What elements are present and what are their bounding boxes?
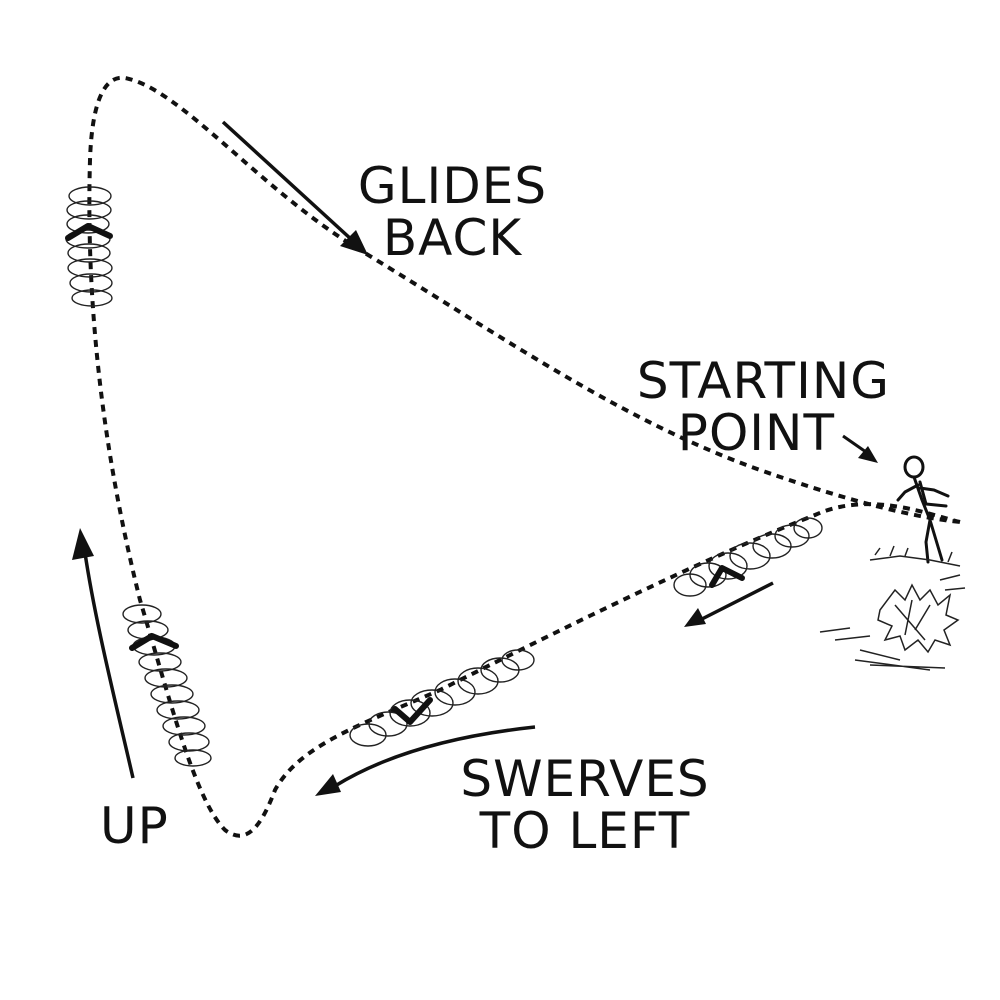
glides-back-line-1: GLIDES	[357, 157, 548, 215]
boomerang-spin-bottom	[122, 604, 212, 767]
swerves-left-arrow	[315, 725, 536, 796]
boomerang-spin-start	[673, 517, 823, 597]
up-label: UP	[100, 797, 169, 855]
starting-point-label: STARTING POINT	[590, 355, 890, 459]
boomerang-spin-middle	[349, 649, 535, 747]
starting-point-arrow	[842, 434, 878, 463]
swerves-line-2: TO LEFT	[479, 802, 691, 860]
starting-point-line-2: POINT	[677, 404, 835, 462]
glides-back-label: GLIDES BACK	[345, 160, 560, 264]
glides-back-arrow	[221, 120, 368, 255]
boomerang-spin-top	[65, 186, 113, 307]
starting-point-line-1: STARTING	[636, 352, 890, 410]
grass-bush	[819, 545, 966, 671]
flight-path	[87, 75, 961, 838]
swerves-line-1: SWERVES	[460, 750, 710, 808]
thrower-figure	[896, 455, 950, 564]
return-arrow	[684, 581, 774, 627]
glides-back-line-2: BACK	[382, 209, 523, 267]
up-arrow	[72, 528, 135, 779]
swerves-to-left-label: SWERVES TO LEFT	[430, 753, 740, 857]
